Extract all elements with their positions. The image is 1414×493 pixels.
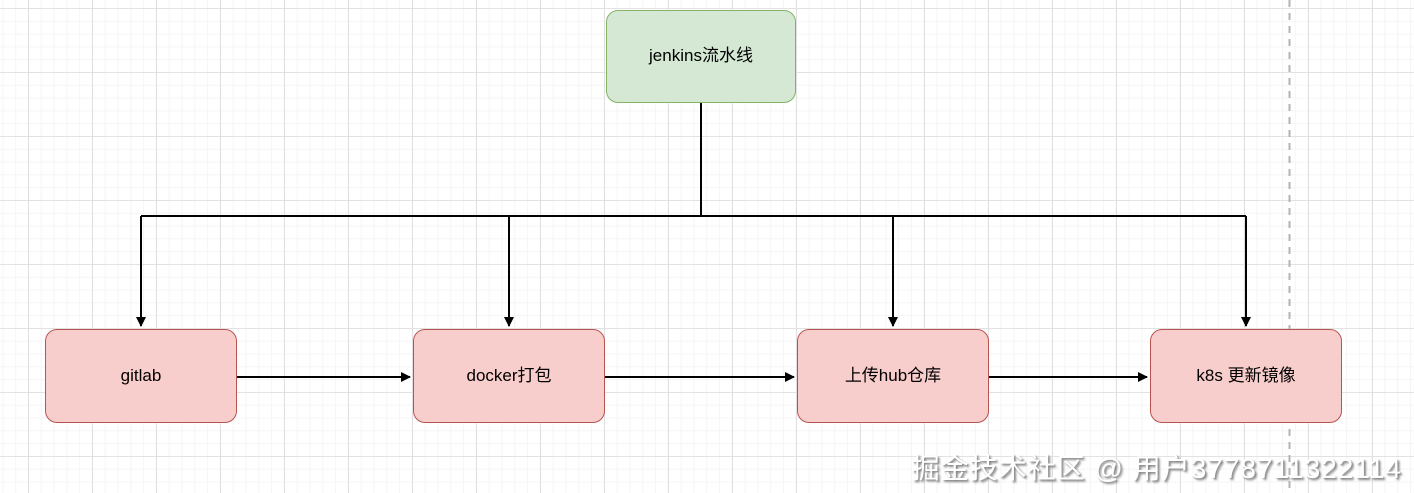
- watermark: 掘金技术社区 @ 用户3778711322114: [911, 453, 1402, 484]
- node-upload-hub-repo: 上传hub仓库: [797, 329, 989, 423]
- node-docker-package: docker打包: [413, 329, 605, 423]
- node-gitlab-label: gitlab: [120, 365, 162, 385]
- node-docker-package-label: docker打包: [466, 365, 552, 385]
- node-upload-hub-repo-label: 上传hub仓库: [844, 365, 942, 385]
- node-jenkins-pipeline: jenkins流水线: [606, 10, 796, 103]
- node-k8s-update-image-label: k8s 更新镜像: [1196, 365, 1296, 385]
- node-jenkins-pipeline-label: jenkins流水线: [649, 46, 753, 66]
- node-k8s-update-image: k8s 更新镜像: [1150, 329, 1342, 423]
- node-gitlab: gitlab: [45, 329, 237, 423]
